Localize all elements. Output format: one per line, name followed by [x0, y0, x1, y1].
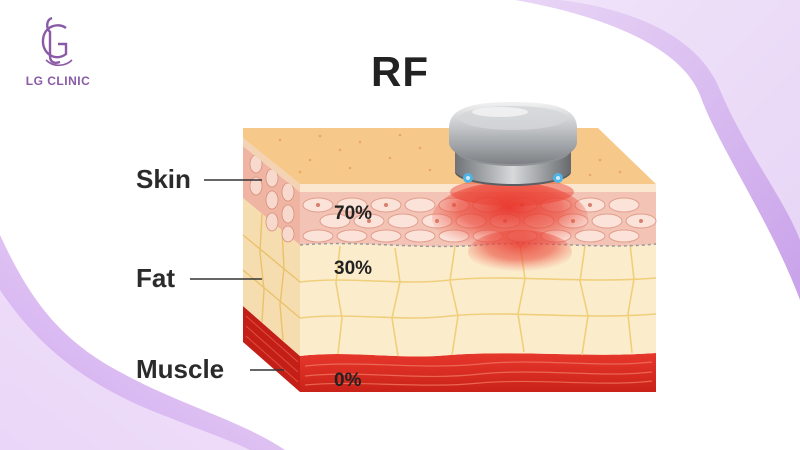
layer-label-muscle: Muscle	[136, 354, 225, 384]
brand-logo: LG CLINIC	[18, 14, 98, 88]
absorption-muscle: 0%	[334, 370, 362, 391]
layer-label-skin: Skin	[136, 164, 191, 194]
diagram-title: RF	[371, 48, 429, 95]
layer-label-fat: Fat	[136, 263, 175, 293]
fat-layer	[300, 243, 656, 357]
absorption-fat: 30%	[334, 258, 373, 279]
rf-handpiece-icon	[449, 102, 577, 186]
lg-monogram-icon	[41, 16, 73, 67]
brand-name: LG CLINIC	[25, 74, 91, 88]
absorption-skin: 70%	[334, 203, 373, 224]
